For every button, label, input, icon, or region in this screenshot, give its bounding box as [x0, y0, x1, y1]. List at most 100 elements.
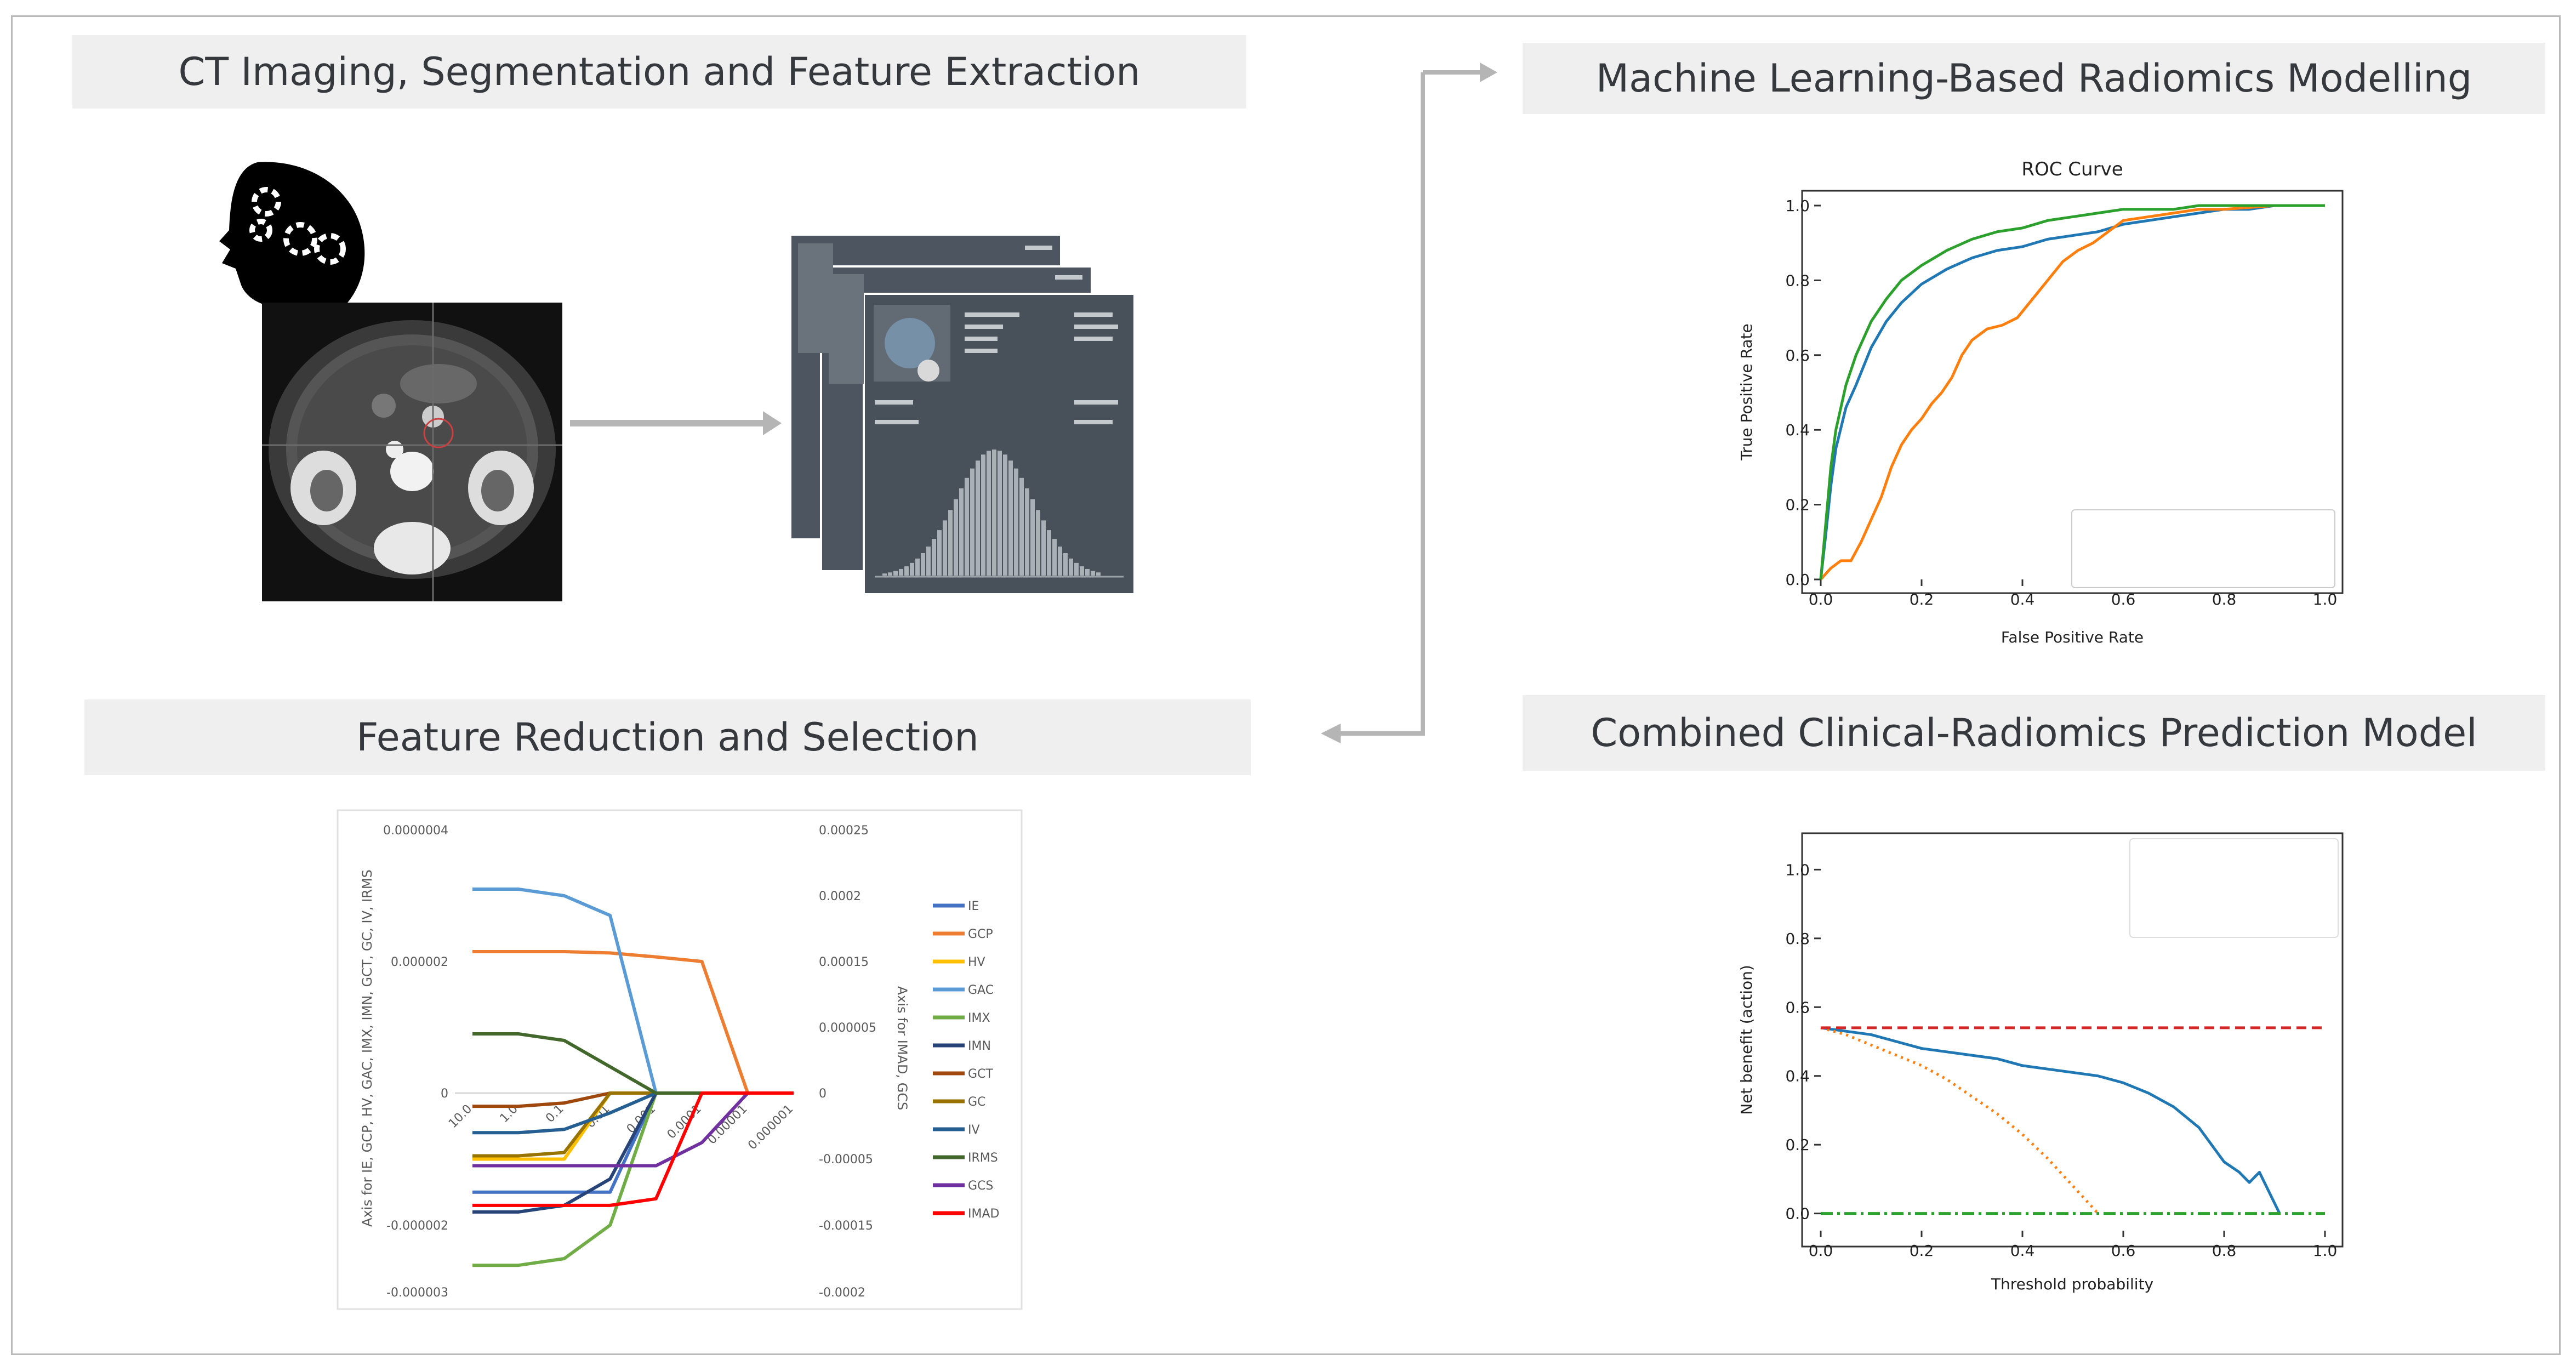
histogram-bar — [981, 454, 985, 576]
histogram-bar — [921, 553, 925, 576]
histogram-bar — [937, 530, 942, 576]
y-right-tick-label: -0.0002 — [819, 1286, 865, 1300]
y-tick-label: 0.6 — [1785, 346, 1810, 365]
chart-title: ROC Curve — [2021, 158, 2123, 180]
histogram-bar — [992, 450, 996, 576]
arrowhead-to-feature-selection — [1321, 724, 1341, 743]
legend-entry: IMX — [968, 1011, 990, 1025]
x-tick-label: 0.4 — [2010, 1242, 2035, 1260]
legend-entry: GCP — [968, 928, 993, 941]
histogram-bar — [1047, 530, 1051, 576]
legend-entry: GC — [968, 1095, 985, 1109]
legend-entry: IE — [968, 900, 979, 913]
y-left-tick-label: 0.000002 — [391, 955, 448, 969]
y-tick-label: 0.2 — [1785, 1136, 1810, 1154]
y-tick-label: 0.4 — [1785, 1067, 1810, 1085]
plot-area — [1801, 190, 2344, 594]
histogram-bar — [899, 568, 903, 576]
x-axis-label: Threshold probability — [1991, 1275, 2153, 1293]
y-right-tick-label: -0.00005 — [819, 1153, 873, 1167]
histogram-bar — [1003, 454, 1007, 576]
y-left-axis-label: Axis for IE, GCP, HV, GAC, IMX, IMN, GCT… — [360, 869, 375, 1227]
x-tick-label: 0.0 — [1809, 590, 1833, 608]
histogram-bar — [943, 520, 947, 576]
legend-entry: IMAD — [968, 1207, 999, 1221]
histogram-bar — [959, 488, 964, 576]
series-line-always-act — [1820, 1026, 2099, 1215]
histogram-bar — [1069, 558, 1073, 576]
chart-legend — [2129, 838, 2339, 938]
x-axis-label: False Positive Rate — [2001, 628, 2144, 646]
y-right-tick-label: 0.0002 — [819, 890, 861, 903]
histogram-bar — [1096, 572, 1101, 576]
y-axis-label: True Positive Rate — [1737, 323, 1756, 460]
decision-curve-chart: 0.00.20.40.60.81.00.00.20.40.60.81.0Logi… — [1737, 832, 2344, 1293]
chart-border — [337, 809, 1023, 1310]
series-line-auc-clinical-only-0-75 — [1820, 204, 2325, 581]
histogram-bar — [926, 547, 931, 576]
histogram-bar — [976, 460, 980, 576]
y-right-tick-label: 0.000005 — [819, 1021, 876, 1035]
histogram-bar — [915, 558, 920, 576]
y-left-tick-label: -0.000003 — [386, 1286, 448, 1300]
histogram-bar — [910, 562, 914, 576]
y-tick-label: 0.0 — [1785, 1205, 1810, 1223]
flow-connector — [1337, 70, 1483, 736]
y-tick-label: 1.0 — [1785, 861, 1810, 879]
x-tick-label: 1.0 — [2313, 590, 2338, 608]
histogram-bar — [965, 477, 969, 576]
histogram-bar — [987, 451, 991, 576]
y-left-tick-label: 0 — [441, 1087, 448, 1101]
x-tick-label: 0.2 — [1910, 1242, 1934, 1260]
y-right-tick-label: -0.00015 — [819, 1219, 873, 1233]
panel-title-feature-selection: Feature Reduction and Selection — [84, 699, 1251, 775]
histogram-bar — [1063, 553, 1068, 576]
x-tick-label: 0.8 — [2212, 590, 2237, 608]
legend-entry: GCT — [968, 1067, 993, 1081]
feature-extraction-screens — [789, 234, 1136, 595]
x-tick-label: 0.6 — [2111, 1242, 2136, 1260]
histogram-bar — [1019, 477, 1024, 576]
coef-path-gcp — [472, 950, 794, 1095]
histogram-bar — [954, 499, 958, 576]
y-tick-label: 0.6 — [1785, 998, 1810, 1016]
histogram-bar — [1085, 568, 1090, 576]
coef-path-imad — [472, 1091, 794, 1207]
histogram-bar — [1058, 547, 1062, 576]
y-left-tick-label: -0.000002 — [386, 1219, 448, 1233]
histogram-bar — [1052, 539, 1057, 576]
histogram-bar — [1008, 460, 1013, 576]
y-left-tick-label: 0.0000004 — [383, 824, 448, 838]
y-right-tick-label: 0.00025 — [819, 824, 869, 838]
chart-legend — [2071, 509, 2335, 588]
lasso-coefficient-chart: 0.0000004 0.000002 0 -0.000002 -0.000003 0.00… — [337, 809, 1023, 1310]
histogram-bar — [1080, 566, 1084, 576]
y-right-tick-label: 0 — [819, 1087, 827, 1101]
legend-entry: IMN — [968, 1039, 991, 1053]
y-right-tick-label: 0.00015 — [819, 955, 869, 969]
x-tick-label: 0.4 — [2010, 590, 2035, 608]
x-tick-label: 0.0 — [1809, 1242, 1833, 1260]
histogram-bar — [1030, 499, 1035, 576]
histogram-bar — [948, 510, 953, 576]
coef-path-gcs — [472, 1091, 794, 1168]
histogram-bar — [893, 571, 898, 576]
legend-entry: IRMS — [968, 1151, 998, 1165]
series-line-logistic-regression — [1820, 1026, 2281, 1214]
panel-title-ml: Machine Learning-Based Radiomics Modelli… — [1523, 43, 2545, 114]
ct-axial-slice — [262, 303, 562, 601]
extraction-arrow — [570, 411, 782, 435]
histogram-bar — [904, 566, 909, 576]
histogram-bar — [1036, 510, 1040, 576]
figure-frame — [11, 15, 2561, 1355]
x-tick-label: 0.8 — [2212, 1242, 2237, 1260]
ct-illustration — [219, 162, 1136, 601]
histogram-bar — [932, 539, 936, 576]
x-tick-label: 0.2 — [1910, 590, 1934, 608]
histogram-bar — [1025, 488, 1029, 576]
y-tick-label: 0.0 — [1785, 571, 1810, 589]
y-axis-label: Net benefit (action) — [1737, 965, 1756, 1115]
legend-entry: GCS — [968, 1179, 993, 1193]
histogram-bar — [1091, 571, 1095, 576]
